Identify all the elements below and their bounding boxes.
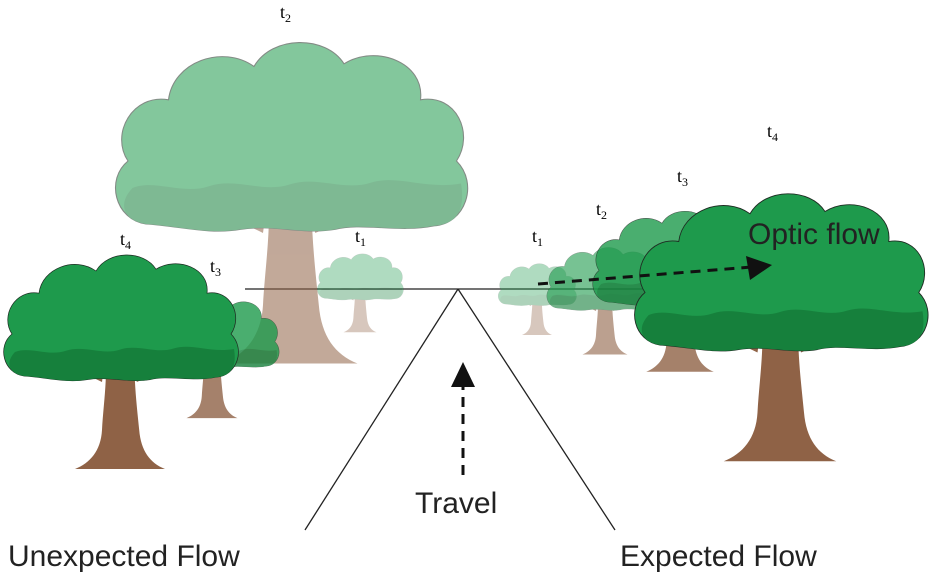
right-t4-label: t4 — [767, 121, 778, 144]
left-t1-label: t1 — [355, 226, 366, 249]
optic-flow-arrow — [537, 265, 753, 286]
unexpected-flow-label: Unexpected Flow — [8, 540, 240, 573]
right-t2-label: t2 — [596, 199, 607, 222]
left-tree-t4 — [3, 254, 239, 470]
left-tree-t1 — [317, 253, 404, 333]
expected-flow-label: Expected Flow — [620, 540, 817, 573]
right-t3-label: t3 — [677, 166, 688, 189]
road-right-edge — [457, 288, 616, 531]
left-t2-label: t2 — [280, 2, 291, 25]
left-t3-label: t3 — [210, 256, 221, 279]
travel-label: Travel — [415, 487, 497, 520]
left-t4-label: t4 — [120, 229, 131, 252]
right-t1-label: t1 — [532, 226, 543, 249]
road-left-edge — [304, 288, 459, 531]
optic-flow-arrowhead — [746, 256, 772, 280]
optic-flow-label: Optic flow — [748, 218, 880, 251]
travel-arrowhead — [451, 362, 475, 387]
